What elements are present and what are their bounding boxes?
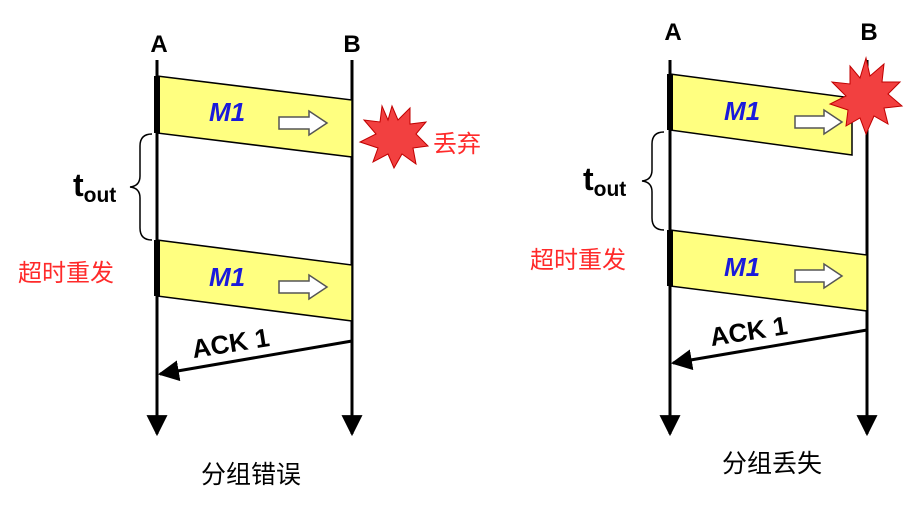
right-frame-2 — [669, 229, 868, 312]
right-timeout-label: tout — [583, 161, 626, 201]
left-frame-2 — [156, 239, 353, 322]
right-frame-2-direction-arrow — [794, 262, 844, 290]
right-frame-2-label: M1 — [724, 252, 760, 282]
left-host-a-label: A — [150, 31, 167, 58]
left-frame-2-label: M1 — [209, 262, 245, 292]
left-caption: 分组错误 — [201, 460, 301, 489]
left-frame-1 — [156, 75, 353, 158]
left-ack-arrow — [157, 339, 353, 382]
right-panel: A B M1 tout M1 超时重发 ACK 1 分组丢失 — [530, 19, 904, 478]
left-error-burst-icon — [358, 104, 430, 170]
left-timeout-label: tout — [73, 167, 116, 207]
left-host-b-label: B — [343, 31, 360, 58]
right-host-a-label: A — [664, 19, 681, 46]
left-discard-label: 丢弃 — [433, 130, 481, 158]
right-retransmit-label: 超时重发 — [530, 246, 626, 274]
right-caption: 分组丢失 — [722, 449, 822, 478]
right-host-b-label: B — [860, 19, 877, 46]
left-panel: A B M1 丢弃 tout M1 超时重发 ACK 1 分组错误 — [18, 31, 481, 489]
right-ack-arrow — [670, 328, 868, 371]
left-timeout-brace — [129, 133, 153, 241]
right-frame-1-direction-arrow — [794, 108, 844, 136]
left-frame-2-direction-arrow — [278, 273, 329, 301]
left-retransmit-label: 超时重发 — [18, 259, 114, 287]
right-frame-1-label: M1 — [724, 96, 760, 126]
right-timeout-brace — [641, 131, 665, 231]
right-loss-burst-icon — [828, 56, 904, 136]
left-frame-1-direction-arrow — [278, 109, 329, 137]
left-frame-1-label: M1 — [209, 97, 245, 127]
